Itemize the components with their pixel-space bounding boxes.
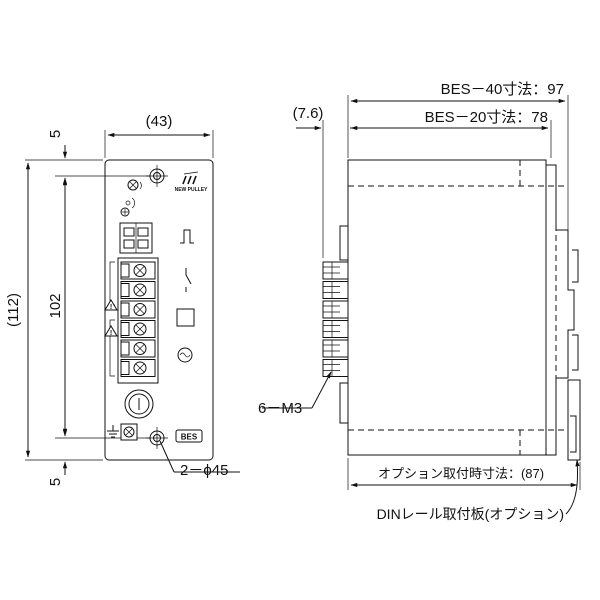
terminal-screw <box>120 281 156 299</box>
brand-badge: BES <box>175 429 203 443</box>
front-width-dimension: (43) <box>146 113 173 130</box>
bes40-dimension: BES－40寸法：97 <box>441 81 564 98</box>
mounting-hole-bottom <box>146 427 168 449</box>
terminal-screw <box>120 339 156 358</box>
brand-logo-text: NEW PULLEY <box>175 187 208 193</box>
svg-text:!: ! <box>110 304 112 311</box>
fuse-holder <box>124 389 154 419</box>
side-terminal <box>322 339 349 358</box>
connector-block <box>119 222 153 254</box>
side-terminal <box>322 281 349 299</box>
side-terminal <box>322 320 349 338</box>
switch-symbol <box>185 268 192 292</box>
ground-symbol <box>107 425 119 438</box>
bes20-dimension: BES－20寸法：78 <box>425 109 548 126</box>
adjust-knob-2 <box>120 197 136 217</box>
bottom-margin-dimension: 5 <box>47 478 64 486</box>
side-body <box>347 159 547 456</box>
offset-dimension: (7.6) <box>293 105 324 122</box>
hole-callout: 2－ϕ45 <box>180 462 228 479</box>
top-margin-dimension: 5 <box>47 130 64 138</box>
adjust-knob-1 <box>127 179 142 191</box>
mounting-hole-top <box>146 165 168 187</box>
terminal-screw <box>120 300 156 319</box>
pulse-symbol <box>180 229 194 244</box>
side-terminal <box>322 261 349 280</box>
terminal-block <box>117 257 159 384</box>
side-view: BES－40寸法：97 BES－20寸法：78 (7.6) <box>258 81 581 522</box>
din-rail-label: DINレール取付板(オプション) <box>377 506 564 522</box>
coil-symbol <box>176 308 195 327</box>
brand-logo: NEW PULLEY <box>175 171 208 193</box>
terminal-screw <box>120 261 156 280</box>
side-terminal <box>322 300 349 319</box>
terminal-screw <box>120 320 156 338</box>
ground-terminal <box>120 423 138 441</box>
terminal-screw <box>120 359 156 377</box>
din-rail-plate <box>567 379 581 461</box>
rear-profile <box>546 164 579 456</box>
svg-text:!: ! <box>110 330 112 337</box>
total-height-dimension: (112) <box>5 293 22 327</box>
brand-badge-text: BES <box>181 433 198 442</box>
ac-source-symbol <box>177 347 193 363</box>
warning-icon-2: ! <box>104 325 118 337</box>
screw-callout: 6－M3 <box>258 400 302 417</box>
warning-icon-1: ! <box>104 299 118 311</box>
option-dimension: オプション取付時寸法：(87) <box>378 466 544 481</box>
height-dimension: 102 <box>47 293 64 318</box>
front-view: (43) 5 102 5 (112) NEW PULLEY <box>5 113 240 486</box>
side-terminals <box>322 261 349 377</box>
side-terminal <box>322 359 349 377</box>
